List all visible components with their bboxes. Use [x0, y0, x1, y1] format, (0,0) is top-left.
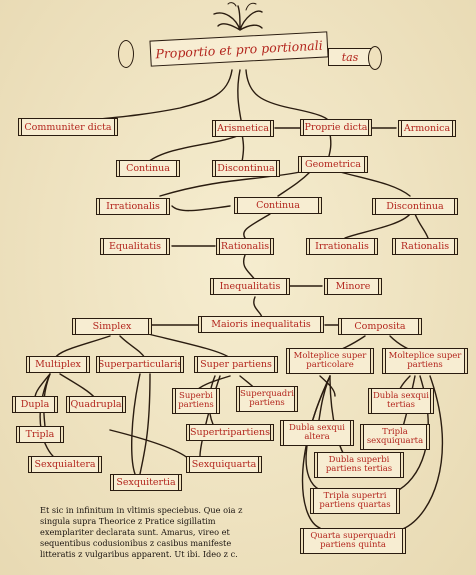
node-geometrica: Geometrica [298, 156, 368, 173]
node-inequalitatis: Inequalitatis [210, 278, 290, 295]
node-superquadripartiens: Superquadri partiens [236, 386, 298, 412]
node-quadrupla: Quadrupla [66, 396, 126, 413]
node-superparticularis: Superparticularis [96, 356, 184, 373]
node-quarta-superquadripartiens-quinta: Quarta superquadri partiens quinta [300, 528, 406, 554]
node-sexquiquarta: Sexquiquarta [186, 456, 262, 473]
node-discontinua-arithmetic: Discontinua [212, 160, 280, 177]
node-dupla-superbipartiens-tertias: Dubla superbi partiens tertias [314, 452, 404, 478]
node-superbipartiens: Superbi partiens [172, 388, 220, 414]
node-sexquialtera: Sexquialtera [28, 456, 102, 473]
node-continua-arithmetic: Continua [116, 160, 180, 177]
banner-curl-left [118, 40, 134, 68]
node-composita: Composita [338, 318, 422, 335]
node-minore: Minore [324, 278, 382, 295]
node-super-partiens: Super partiens [194, 356, 278, 373]
node-equalitatis: Equalitatis [100, 238, 170, 255]
node-simplex: Simplex [72, 318, 152, 335]
node-tripla-sexquiquarta: Tripla sexquiquarta [360, 424, 430, 450]
node-dupla: Dupla [12, 396, 58, 413]
node-irrationalis-discontinua: Irrationalis [306, 238, 378, 255]
title-tail: tas [328, 48, 372, 66]
node-multiplice-superparticulare: Molteplice super particolare [286, 348, 374, 374]
node-continua-geometric: Continua [234, 197, 322, 214]
node-rationalis-continua: Rationalis [216, 238, 274, 255]
node-irrationalis-continua: Irrationalis [96, 198, 170, 215]
node-tripla: Tripla [16, 426, 64, 443]
node-multiplice-superpartiens: Molteplice super partiens [382, 348, 468, 374]
node-armonica: Armonica [398, 120, 456, 137]
node-dupla-sexquitertias: Dubla sexqui tertias [368, 388, 434, 414]
node-arismetica: Arismetica [212, 120, 274, 137]
node-discontinua-geometric: Discontinua [372, 198, 458, 215]
caption-text: Et sic in infinitum in vltimis speciebus… [40, 505, 243, 559]
node-tripla-supertripartiens-quartas: Tripla supertri partiens quartas [310, 488, 400, 514]
node-maioris-inequalitatis: Maioris inequalitatis [198, 316, 324, 333]
node-communiter-dicta: Communiter dicta [18, 118, 118, 136]
node-multiplex: Multiplex [26, 356, 90, 373]
node-rationalis-discontinua: Rationalis [392, 238, 458, 255]
node-supertripartiens: Supertripartiens [186, 424, 274, 441]
node-proprie-dicta: Proprie dicta [300, 119, 372, 136]
node-sexquitertia: Sexquitertia [110, 474, 182, 491]
node-dupla-sexquialtera: Dubla sexqui altera [280, 420, 354, 446]
banner-curl-right [368, 46, 382, 70]
